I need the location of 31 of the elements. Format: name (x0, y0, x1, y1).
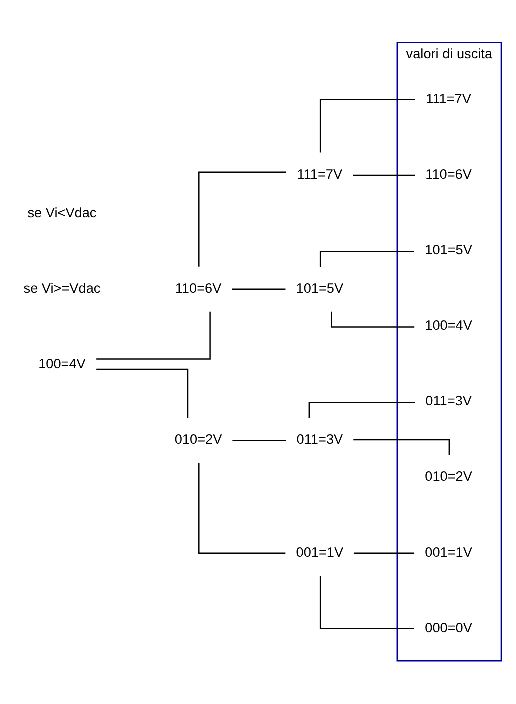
connector (308, 402, 416, 418)
connector (232, 288, 286, 290)
node-text: 100=4V (38, 356, 86, 372)
node-text: 100=4V (425, 318, 472, 334)
label: se Vi>=Vdac (24, 280, 101, 296)
connector (320, 576, 414, 630)
node-text: 011=3V (296, 432, 344, 448)
node-text: 010=2V (174, 432, 222, 448)
label: se Vi<Vdac (28, 205, 97, 220)
node-text: 010=2V (425, 469, 472, 484)
connector (320, 99, 416, 153)
connector (96, 368, 189, 418)
node-text: 110=6V (175, 280, 222, 296)
connector (232, 440, 286, 442)
connector (353, 174, 415, 176)
node-text: 101=5V (425, 242, 472, 258)
node-text: 001=1V (296, 544, 344, 560)
connector (198, 463, 286, 554)
node-text: 000=0V (425, 620, 472, 636)
connector (354, 439, 450, 456)
connector (96, 312, 211, 360)
node-text: 110=6V (426, 166, 472, 182)
connector (331, 312, 415, 328)
node-text: 111=7V (297, 166, 343, 182)
node-text: 001=1V (425, 544, 472, 560)
connector (198, 172, 286, 267)
connector (320, 251, 414, 268)
node-text: 111=7V (426, 91, 472, 106)
node-text: 101=5V (296, 280, 344, 296)
connector (354, 552, 414, 554)
node-text: 011=3V (426, 394, 472, 409)
